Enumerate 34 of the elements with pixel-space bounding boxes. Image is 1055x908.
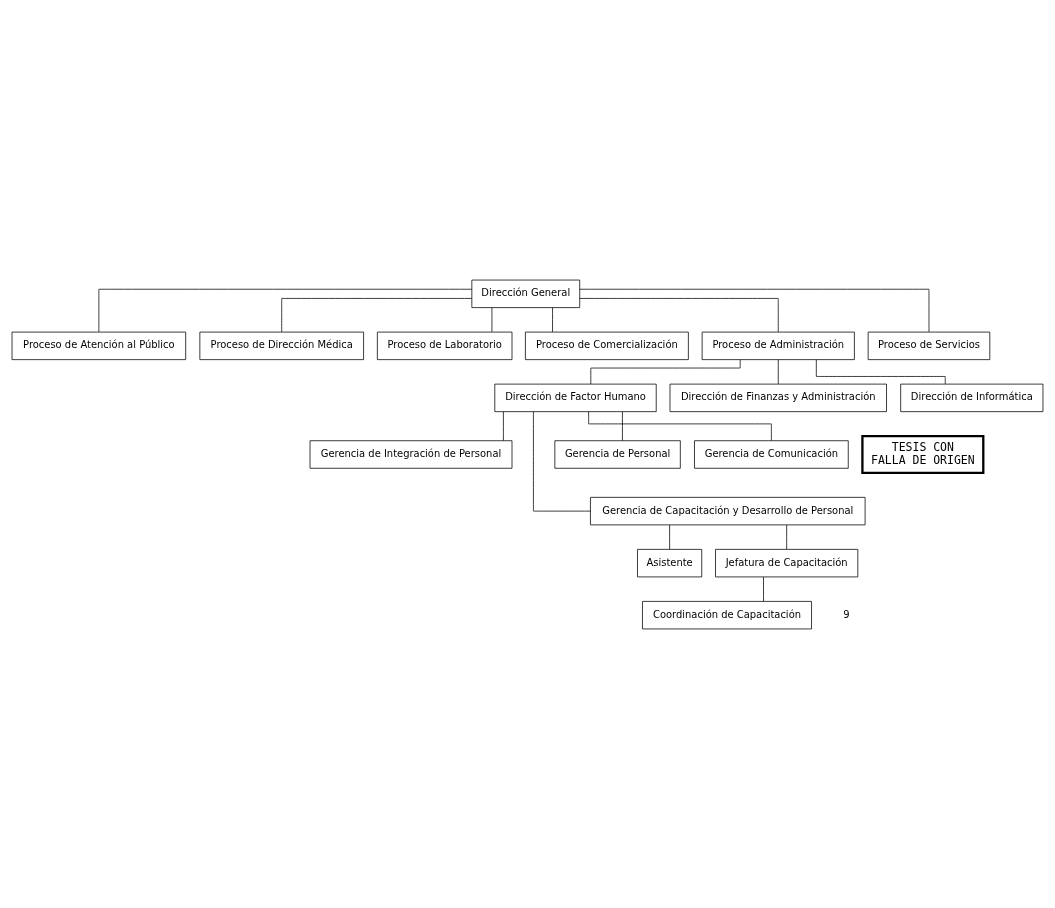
connector	[579, 297, 779, 332]
connector	[590, 358, 741, 384]
node-box: Dirección de Finanzas y Administración	[669, 383, 887, 412]
connector	[622, 411, 623, 441]
node-box: Gerencia de Capacitación y Desarrollo de Personal	[590, 496, 866, 525]
node-box: Jefatura de Capacitación	[715, 548, 859, 577]
connector	[777, 358, 779, 384]
node-box: Proceso de Laboratorio	[376, 331, 513, 360]
connector	[281, 297, 472, 332]
node-box: Dirección General	[471, 279, 581, 308]
node-box: Asistente	[637, 548, 703, 577]
connector	[669, 524, 670, 550]
connector	[579, 288, 930, 332]
node-box: Proceso de Comercialización	[525, 331, 689, 360]
node-box: Proceso de Administración	[701, 331, 855, 360]
connector	[786, 524, 788, 550]
node-box: Proceso de Servicios	[867, 331, 991, 360]
node-box: Coordinación de Capacitación	[642, 600, 812, 629]
connector	[763, 576, 764, 602]
connector	[533, 410, 591, 511]
node-box: Dirección de Informática	[900, 383, 1044, 412]
label: 9	[843, 608, 850, 620]
connector	[491, 306, 493, 332]
node-box: Dirección de Factor Humano	[494, 383, 657, 412]
node-box: Proceso de Dirección Médica	[199, 331, 364, 360]
node-box: Gerencia de Comunicación	[694, 439, 849, 469]
connector	[98, 288, 473, 332]
node-box: TESIS CON FALLA DE ORIGEN	[861, 434, 985, 474]
node-box: Gerencia de Personal	[554, 439, 681, 469]
connector	[815, 358, 946, 384]
connector	[503, 411, 504, 441]
connector	[552, 306, 553, 332]
node-box: Gerencia de Integración de Personal	[309, 439, 513, 469]
node-box: Proceso de Atención al Público	[11, 331, 187, 360]
